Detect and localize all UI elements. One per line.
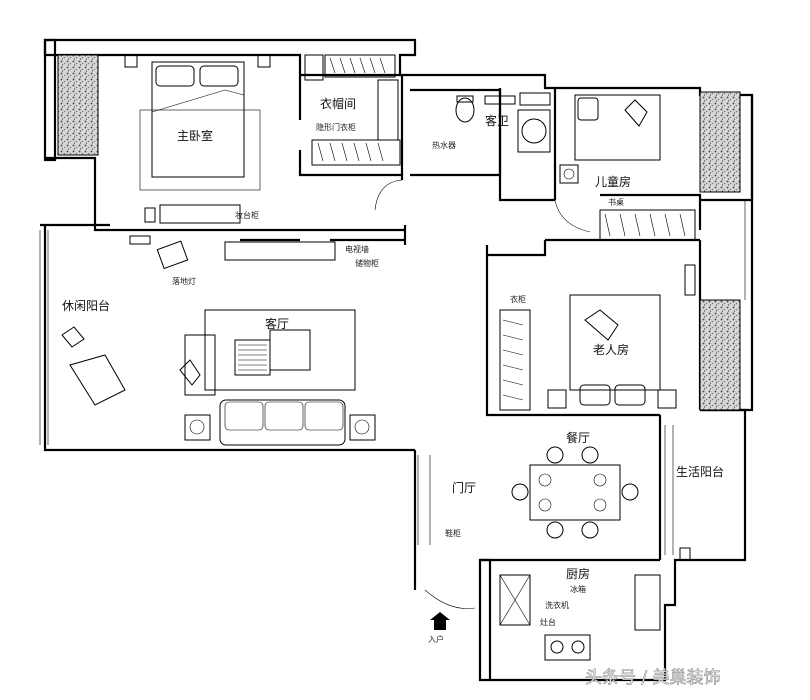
windows (39, 200, 746, 555)
bathroom-fixtures (455, 92, 551, 153)
master-bed (124, 54, 271, 191)
note-desk: 书桌 (608, 197, 624, 207)
note-closet: 隐形门衣柜 (316, 122, 356, 132)
dining-table-set (511, 446, 639, 539)
note-storage: 储物柜 (355, 258, 379, 268)
kids-wardrobe (599, 209, 696, 241)
entrance-arrow-icon (430, 612, 450, 630)
note-range: 灶台 (540, 617, 556, 627)
planter-kids (699, 91, 741, 193)
master-tv-cabinet (159, 204, 241, 224)
kitchen-fixtures (499, 547, 691, 661)
room-label-walk-in-closet: 衣帽间 (320, 96, 356, 111)
room-label-kitchen: 厨房 (566, 566, 590, 581)
planter-elderly (699, 299, 741, 411)
exterior-walls (40, 38, 754, 682)
room-label-living-room: 客厅 (265, 316, 289, 331)
room-label-elderly-room: 老人房 (593, 342, 629, 357)
note-wardrobe: 衣柜 (510, 294, 526, 304)
living-furniture (156, 240, 376, 446)
watermark: 头条号 / 美巢装饰 (585, 668, 721, 688)
walk-in-closet-racks (304, 54, 401, 166)
room-label-foyer: 门厅 (452, 480, 476, 495)
note-heater: 热水器 (432, 140, 456, 150)
room-label-living-balcony: 生活阳台 (676, 464, 724, 479)
note-dresser: 妆台柜 (235, 210, 259, 220)
note-floor-lamp: 落地灯 (172, 276, 196, 286)
room-label-kids-room: 儿童房 (595, 174, 631, 189)
room-label-dining-room: 餐厅 (566, 430, 590, 445)
planter-master (57, 54, 99, 156)
note-shoe-cab: 鞋柜 (445, 528, 461, 538)
door-swings (374, 179, 591, 609)
room-label-leisure-balcony: 休闲阳台 (62, 298, 110, 313)
room-label-entrance: 入户 (428, 634, 444, 644)
elderly-bed (499, 264, 696, 411)
note-fridge: 冰箱 (570, 584, 586, 594)
note-tv-wall: 电视墙 (345, 244, 369, 254)
kids-bed (559, 94, 661, 184)
interior-walls (129, 75, 702, 560)
lounge-chair (61, 326, 126, 406)
note-wash: 洗衣机 (545, 600, 569, 610)
room-label-guest-bathroom: 客卫 (485, 113, 509, 128)
room-label-master-bedroom: 主卧室 (177, 128, 213, 143)
